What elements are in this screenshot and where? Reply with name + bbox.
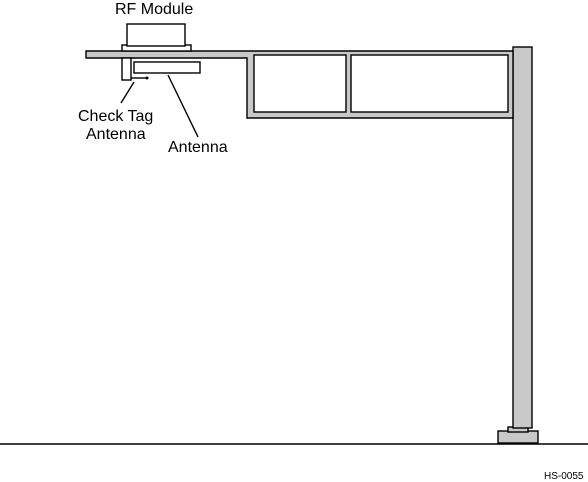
vertical-pole <box>513 47 532 428</box>
antenna-bar <box>134 62 200 73</box>
check-tag-antenna <box>122 58 131 80</box>
rf-module-box <box>127 24 185 46</box>
antenna-leader <box>168 75 198 137</box>
truss-panel-right <box>351 55 508 112</box>
check-tag-label-line1: Check Tag <box>78 108 153 125</box>
truss-panel-left <box>254 55 346 112</box>
rf-module-label: RF Module <box>115 1 193 18</box>
check-tag-leader <box>121 82 134 103</box>
antenna-label: Antenna <box>168 139 228 156</box>
check-tag-label-line2: Antenna <box>86 126 146 143</box>
figure-code: HS-0055 <box>544 471 584 482</box>
pole-footing <box>498 431 538 443</box>
